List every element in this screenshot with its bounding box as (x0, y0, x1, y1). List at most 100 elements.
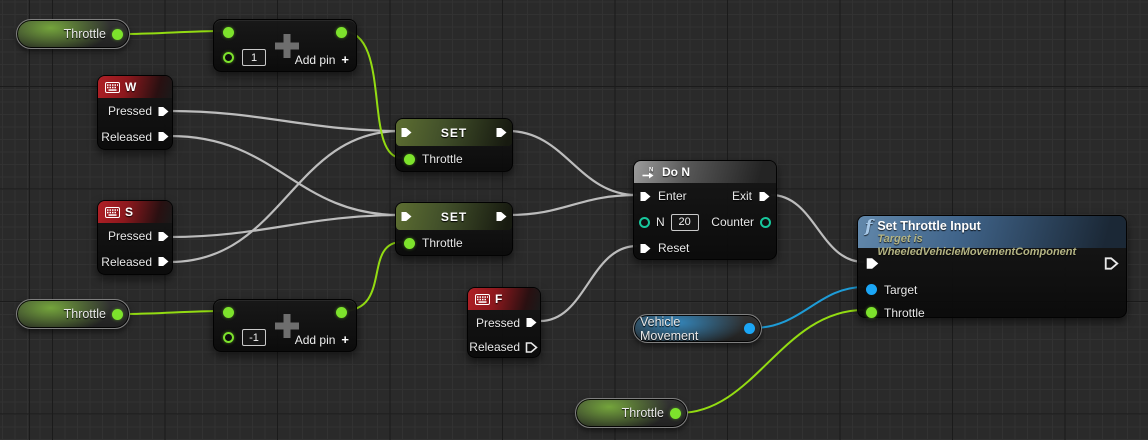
keyboard-icon (475, 293, 490, 305)
wire-exec-wpressed-settop (169, 109, 401, 133)
value-input[interactable]: -1 (242, 329, 266, 346)
add-node-negative[interactable]: -1 Add pin + (213, 299, 357, 352)
input-pin-a[interactable] (223, 307, 234, 318)
wire-data-vehiclemovement-target (752, 286, 865, 329)
wire-exec-sreleased-settop (169, 129, 401, 264)
exec-pin-pressed[interactable] (525, 316, 538, 329)
exec-pin-exit[interactable] (758, 190, 771, 203)
exec-pin-pressed[interactable] (157, 105, 170, 118)
do-n-header: N Do N (634, 161, 776, 183)
exec-pin-released[interactable] (157, 130, 170, 143)
output-pin[interactable] (336, 307, 347, 318)
input-key-node-s[interactable]: S Pressed Released (97, 200, 173, 275)
wire-exec-spressed-setbottom (169, 213, 401, 239)
pin-label-pressed: Pressed (475, 315, 520, 330)
wire-exec-setbottom-donenter (507, 193, 638, 217)
wire-data-throttle3-setthrottleinput (678, 309, 865, 414)
add-pin-button[interactable]: Add pin + (295, 52, 349, 67)
set-node-title: SET (440, 209, 468, 224)
variable-node-throttle-2[interactable]: Throttle (16, 299, 130, 329)
keyboard-icon (105, 206, 120, 218)
pin-label-pressed: Pressed (107, 229, 152, 243)
small-plus-icon: + (341, 52, 349, 67)
exec-pin-released[interactable] (525, 341, 538, 354)
output-pin[interactable] (336, 27, 347, 38)
key-node-title: F (495, 292, 503, 306)
set-node-header: SET (396, 119, 512, 146)
keyboard-icon (105, 81, 120, 93)
pin-label-target: Target (884, 282, 918, 297)
exec-pin-in[interactable] (400, 210, 413, 223)
n-value-input[interactable]: 20 (670, 213, 699, 231)
add-node-positive[interactable]: 1 Add pin + (213, 19, 357, 72)
variable-node-vehicle-movement[interactable]: Vehicle Movement (633, 314, 762, 343)
exec-pin-in[interactable] (865, 256, 880, 271)
set-node-title: SET (440, 125, 468, 140)
function-title: Set Throttle Input (877, 219, 981, 233)
wire-exec-wreleased-setbottom (169, 134, 401, 217)
set-node-header: SET (396, 203, 512, 230)
output-pin-object[interactable] (744, 323, 755, 334)
key-node-header: F (468, 288, 540, 310)
plus-icon (275, 34, 299, 58)
do-n-node[interactable]: N Do N Enter Exit N 20 Counter (633, 160, 777, 260)
pin-label-pressed: Pressed (107, 104, 152, 118)
key-node-header: S (98, 201, 172, 223)
variable-label: Throttle (63, 27, 106, 41)
wire-exec-donexit-setthrottleinput (770, 193, 865, 264)
key-node-title: S (125, 205, 134, 219)
pin-label-throttle: Throttle (422, 236, 463, 250)
do-n-title: Do N (662, 165, 690, 179)
pin-label-n: N (656, 215, 665, 229)
wire-data-throttle2-addnegative (120, 310, 225, 315)
input-pin-throttle[interactable] (404, 237, 415, 249)
add-pin-button[interactable]: Add pin + (295, 332, 349, 347)
input-pin-throttle[interactable] (404, 153, 415, 165)
pin-label-released: Released (469, 340, 520, 354)
set-throttle-input-node[interactable]: f Set Throttle Input Target is WheeledVe… (857, 215, 1127, 320)
variable-label: Throttle (63, 307, 106, 321)
key-node-header: W (98, 76, 172, 98)
wire-data-throttle1-addpositive (120, 30, 225, 35)
exec-pin-out[interactable] (495, 126, 508, 139)
exec-pin-reset[interactable] (639, 242, 652, 255)
pin-label-released: Released (101, 129, 152, 144)
output-pin-counter[interactable] (760, 216, 771, 228)
variable-node-throttle-3[interactable]: Throttle (575, 398, 688, 428)
function-icon: f (865, 217, 873, 237)
wire-data-addpositive-settop (341, 30, 403, 159)
pin-label-exit: Exit (731, 189, 752, 203)
add-pin-label: Add pin (294, 332, 336, 347)
do-n-loop-icon: N (642, 167, 654, 178)
function-node-header: f Set Throttle Input Target is WheeledVe… (858, 216, 1126, 258)
input-pin-throttle[interactable] (866, 307, 877, 318)
pin-label-throttle: Throttle (422, 152, 463, 166)
exec-pin-out[interactable] (495, 210, 508, 223)
variable-node-throttle-1[interactable]: Throttle (16, 19, 130, 49)
set-throttle-node-bottom[interactable]: SET Throttle (395, 202, 513, 256)
small-plus-icon: + (341, 332, 349, 347)
input-pin-b[interactable] (223, 332, 234, 343)
value-input[interactable]: 1 (242, 49, 266, 66)
exec-pin-pressed[interactable] (157, 230, 170, 243)
output-pin-float[interactable] (112, 28, 123, 40)
output-pin-float[interactable] (112, 308, 123, 320)
exec-pin-out[interactable] (1104, 256, 1119, 271)
exec-pin-released[interactable] (157, 255, 170, 268)
input-pin-a[interactable] (223, 27, 234, 38)
exec-pin-enter[interactable] (639, 190, 652, 203)
exec-pin-in[interactable] (400, 126, 413, 139)
input-key-node-w[interactable]: W Pressed Released (97, 75, 173, 150)
input-pin-n[interactable] (639, 216, 650, 228)
output-pin-float[interactable] (670, 407, 681, 419)
input-pin-target[interactable] (866, 284, 877, 295)
variable-label: Vehicle Movement (640, 314, 699, 343)
input-key-node-f[interactable]: F Pressed Released (467, 287, 541, 358)
function-subtitle: Target is WheeledVehicleMovementComponen… (877, 233, 1077, 258)
set-throttle-node-top[interactable]: SET Throttle (395, 118, 513, 172)
pin-label-counter: Counter (711, 215, 754, 229)
pin-label-reset: Reset (658, 241, 690, 255)
add-pin-label: Add pin (294, 52, 336, 67)
input-pin-b[interactable] (223, 52, 234, 63)
